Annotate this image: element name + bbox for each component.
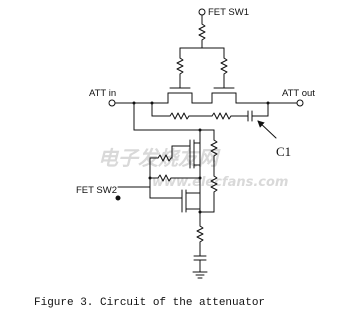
- fet-sw1-terminal: [198, 8, 206, 16]
- junction-dots: [132, 101, 270, 214]
- bypass-network: [151, 102, 277, 139]
- c1-pointer-arrow: [257, 120, 277, 139]
- sw1-series-resistor: [198, 23, 206, 41]
- gate-resistor-q2: [220, 57, 228, 75]
- shunt-resistor-r3: [196, 225, 204, 243]
- shunt-resistor-r2: [210, 175, 218, 193]
- fet-sw1-label: FET SW1: [208, 7, 249, 18]
- rf-signal-path: [108, 99, 304, 107]
- bypass-resistor-1: [169, 112, 190, 120]
- shunt-fet-q3: [171, 139, 201, 169]
- bypass-resistor-2: [211, 112, 232, 120]
- att-out-terminal: [296, 99, 304, 107]
- att-in-terminal: [108, 99, 116, 107]
- gate-resistor-q3: [157, 154, 172, 162]
- fet-sw1-bias-network: [176, 8, 228, 89]
- fet-sw2-node: [115, 195, 121, 201]
- gate-resistor-q4: [157, 174, 172, 182]
- watermark-chinese: 电子发烧友网: [98, 146, 221, 170]
- att-in-label: ATT in: [89, 88, 116, 99]
- series-fet-q2: [211, 87, 237, 104]
- watermark-url: www.elecfans.com: [152, 175, 288, 190]
- shunt-resistor-r1: [210, 139, 218, 157]
- ground-return: [192, 219, 208, 279]
- figure-caption: Figure 3. Circuit of the attenuator: [34, 297, 265, 309]
- att-out-label: ATT out: [282, 88, 315, 99]
- shunt-fet-q4: [149, 189, 201, 213]
- gate-resistor-q1: [176, 57, 184, 75]
- watermark: 电子发烧友网 www.elecfans.com: [98, 146, 288, 190]
- fet-sw2-label: FET SW2: [76, 185, 117, 196]
- series-fet-q1: [167, 87, 193, 104]
- c1-label: C1: [276, 144, 291, 159]
